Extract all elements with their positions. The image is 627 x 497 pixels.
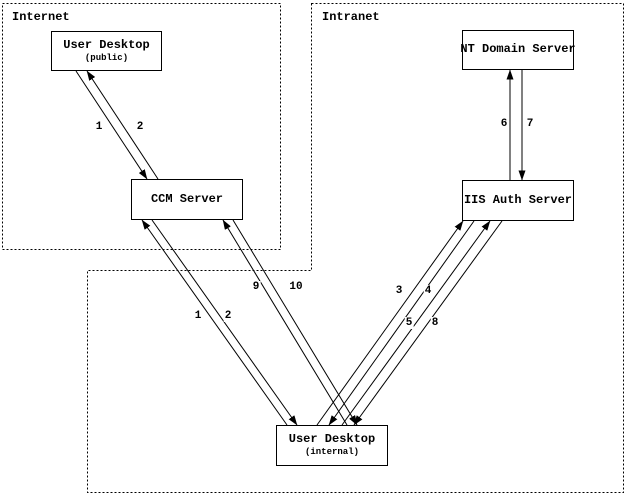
edge-label-6: 6 (499, 118, 509, 130)
intranet-zone-label: Intranet (322, 10, 380, 24)
edge-4-iis-to-internal-desktop (328, 220, 475, 426)
edge-8-iis-to-internal-desktop (353, 220, 503, 426)
node-title: User Desktop (288, 432, 376, 447)
node-subtitle: (internal) (304, 447, 359, 458)
edge-9-internal-desktop-to-ccm (222, 219, 348, 426)
edge-label-8: 8 (430, 317, 440, 329)
edge-label-9: 9 (251, 281, 261, 293)
node-title: IIS Auth Server (463, 192, 573, 207)
edge-label-1-internal: 1 (193, 310, 203, 322)
internet-zone-label: Internet (12, 10, 70, 24)
internet-zone-border (2, 3, 281, 250)
node-nt-domain-server: NT Domain Server (460, 30, 576, 70)
edge-label-2-internal: 2 (223, 310, 233, 322)
edge-label-4: 4 (423, 285, 433, 297)
edge-label-7: 7 (525, 118, 535, 130)
edge-label-10: 10 (288, 281, 304, 293)
node-title: CCM Server (150, 191, 223, 206)
edge-label-1-public: 1 (94, 121, 104, 133)
edge-1-public-desktop-to-ccm (75, 70, 148, 180)
node-title: User Desktop (63, 37, 150, 52)
edge-label-2-public: 2 (135, 121, 145, 133)
edge-5-internal-desktop-to-iis (341, 220, 491, 426)
node-iis-auth-server: IIS Auth Server (462, 180, 574, 221)
node-ccm-server: CCM Server (131, 179, 243, 220)
intranet-zone-border (87, 3, 624, 493)
edge-2-ccm-to-public-desktop (86, 70, 159, 180)
node-subtitle: (public) (84, 52, 129, 63)
edge-2-ccm-to-internal-desktop (151, 219, 298, 426)
edge-3-internal-desktop-to-iis (316, 220, 464, 426)
node-title: NT Domain Server (460, 42, 576, 57)
node-user-desktop-public: User Desktop (public) (51, 31, 162, 71)
node-user-desktop-internal: User Desktop (internal) (276, 425, 388, 466)
edge-label-5: 5 (404, 317, 414, 329)
edge-10-ccm-to-internal-desktop (232, 219, 358, 426)
edge-label-3: 3 (394, 285, 404, 297)
edge-1-internal-desktop-to-ccm (141, 219, 288, 426)
